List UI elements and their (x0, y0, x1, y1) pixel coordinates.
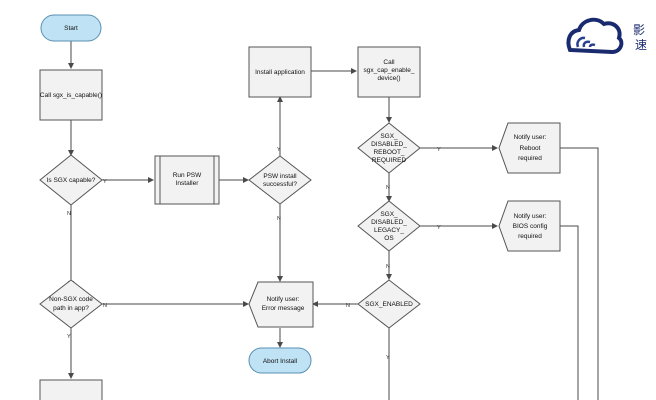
logo-glyph-1: 影 (633, 23, 645, 37)
reboot-required-line-1: SGX_ (380, 133, 398, 140)
is-sgx-capable-label: Is SGX capable? (47, 177, 96, 184)
notify-error-message-node: Notify user: Error message (248, 281, 314, 328)
label-capable-no: N (67, 211, 71, 217)
connectors (68, 41, 599, 400)
psw-install-successful-line-1: PSW install (263, 173, 297, 180)
edge-reboot-notify-out (560, 147, 599, 400)
reboot-required-line-4: REQUIRED (372, 157, 407, 164)
non-sgx-line-1: Non-SGX code (49, 296, 93, 303)
call-sgx-cap-enable-device-node: Call sgx_cap_enable_ device() (357, 46, 421, 98)
label-capable-yes: Y (103, 179, 107, 185)
start-label: Start (64, 25, 78, 32)
logo-cloud-icon (566, 17, 624, 55)
notify-reboot-line-1: Notify user: (514, 134, 547, 141)
bottom-process-node (39, 379, 103, 400)
label-nonsgx-no: N (103, 303, 107, 309)
run-psw-installer-node: Run PSW Installer (154, 155, 220, 205)
legacy-os-line-4: OS (384, 235, 394, 242)
label-reboot-no: N (386, 185, 390, 191)
label-enabled-no: N (346, 303, 350, 309)
reboot-required-line-3: REBOOT_ (373, 149, 404, 156)
label-legacy-no: N (386, 264, 390, 270)
run-psw-installer-line-2: Installer (176, 180, 200, 187)
legacy-os-line-3: LEGACY_ (374, 227, 404, 234)
call-sgx-is-capable-node: Call sgx_is_capable() (39, 69, 103, 121)
install-application-label: Install application (255, 69, 305, 76)
install-application-node: Install application (248, 46, 312, 98)
label-nonsgx-yes: Y (67, 334, 71, 340)
psw-install-successful-decision: PSW install successful? (248, 155, 312, 205)
notify-bios-line-2: BIOS config (513, 223, 548, 230)
legacy-os-line-2: DISABLED_ (371, 219, 407, 226)
notify-bios-line-1: Notify user: (514, 213, 547, 220)
call-sgx-cap-line-2: sgx_cap_enable_ (364, 67, 415, 74)
start-node: Start (40, 14, 102, 42)
non-sgx-line-2: path in app? (53, 305, 89, 312)
is-sgx-capable-decision: Is SGX capable? (39, 154, 103, 206)
call-sgx-is-capable-label: Call sgx_is_capable() (40, 92, 102, 99)
logo-glyph-2: 速 (635, 38, 647, 52)
label-legacy-yes: Y (437, 225, 441, 231)
edge-bios-notify-out (560, 225, 579, 400)
notify-reboot-line-2: Reboot (520, 145, 541, 152)
legacy-os-line-1: SGX_ (380, 211, 398, 218)
notify-bios-line-3: required (518, 233, 542, 240)
notify-error-line-2: Error message (262, 305, 305, 312)
notify-reboot-line-3: required (518, 155, 542, 162)
sgx-disabled-reboot-required-decision: SGX_ DISABLED_ REBOOT_ REQUIRED (357, 122, 421, 174)
label-success-no: N (277, 216, 281, 222)
sgx-enabled-label: SGX_ENABLED (365, 301, 413, 308)
non-sgx-code-path-decision: Non-SGX code path in app? (39, 279, 103, 329)
label-reboot-yes: Y (437, 147, 441, 153)
call-sgx-cap-line-1: Call (383, 59, 395, 66)
label-enabled-yes: Y (386, 355, 390, 361)
notify-error-line-1: Notify user: (267, 296, 300, 303)
edge-labels: Y N Y N Y N Y N N Y N Y (67, 147, 441, 361)
abort-install-node: Abort Install (248, 347, 312, 374)
abort-install-label: Abort Install (263, 358, 298, 365)
call-sgx-cap-line-3: device() (377, 75, 400, 82)
label-success-yes: Y (277, 147, 281, 153)
reboot-required-line-2: DISABLED_ (371, 141, 407, 148)
sgx-disabled-legacy-os-decision: SGX_ DISABLED_ LEGACY_ OS (357, 200, 421, 252)
notify-bios-config-required-node: Notify user: BIOS config required (498, 200, 561, 252)
run-psw-installer-line-1: Run PSW (173, 172, 202, 179)
notify-reboot-required-node: Notify user: Reboot required (498, 122, 561, 174)
sgx-enabled-decision: SGX_ENABLED (357, 279, 421, 329)
company-logo: 影 速 (566, 17, 647, 55)
psw-install-successful-line-2: successful? (263, 181, 297, 188)
